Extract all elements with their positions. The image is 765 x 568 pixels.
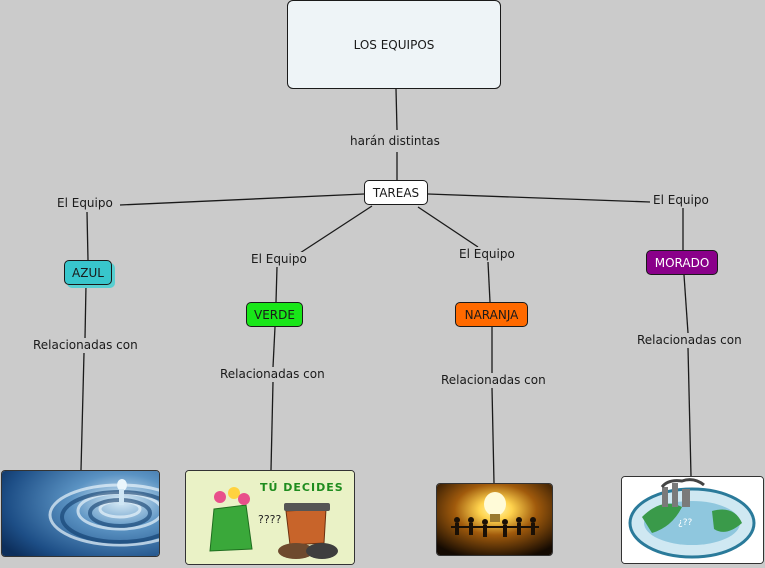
lightbulb-people-image[interactable] xyxy=(436,483,553,556)
tu-decides-caption: TÚ DECIDES xyxy=(260,481,344,494)
team-label-azul: AZUL xyxy=(72,265,104,280)
link-label-team-naranja: El Equipo xyxy=(457,247,517,261)
link-label-relation-azul: Relacionadas con xyxy=(31,338,140,352)
central-concept-node[interactable]: TAREAS xyxy=(364,180,428,205)
svg-text:????: ???? xyxy=(258,513,282,526)
lightbulb-icon xyxy=(437,484,552,555)
world-pollution-image[interactable]: ¿?? xyxy=(621,476,764,564)
team-node-verde[interactable]: VERDE xyxy=(246,302,303,327)
recycling-icon: ???? xyxy=(186,471,354,564)
link-label-team-morado: El Equipo xyxy=(651,193,711,207)
main-concept-label: LOS EQUIPOS xyxy=(353,37,435,52)
team-node-azul[interactable]: AZUL xyxy=(64,260,112,285)
link-label-main: harán distintas xyxy=(348,134,442,148)
link-label-team-azul: El Equipo xyxy=(55,196,115,210)
svg-text:¿??: ¿?? xyxy=(678,518,693,528)
team-label-morado: MORADO xyxy=(654,255,710,270)
team-label-verde: VERDE xyxy=(254,307,295,322)
central-concept-label: TAREAS xyxy=(372,185,420,200)
recycling-image[interactable]: ???? TÚ DECIDES xyxy=(185,470,355,565)
link-label-relation-morado: Relacionadas con xyxy=(635,333,744,347)
link-label-relation-naranja: Relacionadas con xyxy=(439,373,548,387)
water-drop-image[interactable] xyxy=(1,470,160,557)
world-pollution-icon: ¿?? xyxy=(622,477,763,563)
team-node-naranja[interactable]: NARANJA xyxy=(455,302,528,327)
team-node-morado[interactable]: MORADO xyxy=(646,250,718,275)
team-label-naranja: NARANJA xyxy=(464,307,519,322)
link-label-relation-verde: Relacionadas con xyxy=(218,367,327,381)
water-drop-icon xyxy=(2,471,159,556)
main-concept-node[interactable]: LOS EQUIPOS xyxy=(287,0,501,89)
link-label-team-verde: El Equipo xyxy=(249,252,309,266)
